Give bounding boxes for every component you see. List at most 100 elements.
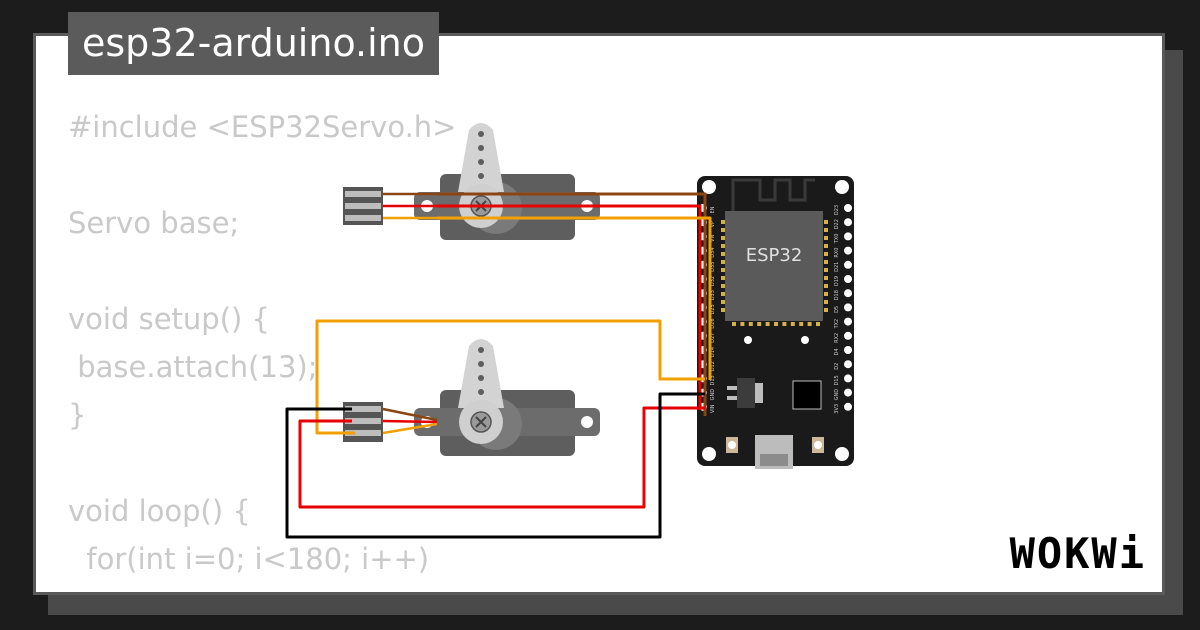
- wire-red-bottom: [298, 406, 705, 509]
- left-pin-label: EN: [710, 206, 716, 213]
- chip-pad: [721, 260, 725, 264]
- left-pin-label: D33: [710, 290, 716, 300]
- right-header-pin: [844, 317, 852, 326]
- left-pin-label: D12: [710, 361, 716, 371]
- wire-orange-top: [437, 216, 712, 380]
- file-name-tab: esp32-arduino.ino: [68, 12, 440, 75]
- chip-pad: [807, 322, 812, 326]
- servo-top: [343, 123, 600, 240]
- wokwi-logo-text: WOKWi: [1010, 529, 1146, 578]
- chip-pad: [721, 292, 725, 296]
- right-pin-label: D5: [834, 306, 840, 313]
- left-pin-label: D13: [710, 375, 716, 385]
- right-header-pin: [844, 232, 852, 241]
- right-pin-label: D19: [834, 276, 840, 286]
- chip-pad: [824, 236, 828, 240]
- left-pin-label: VP: [710, 221, 716, 227]
- code-line: Servo base;: [68, 206, 240, 240]
- right-pin-label: GND: [834, 389, 840, 401]
- right-header-pin: [844, 275, 852, 283]
- left-pin-label: D32: [710, 276, 716, 286]
- right-header-pin: [844, 289, 852, 298]
- chip-pad: [748, 322, 753, 326]
- left-pin-label: D26: [710, 318, 716, 328]
- chip-pad: [721, 276, 725, 280]
- chip-pad: [824, 244, 828, 248]
- code-line: base.attach(13);: [68, 350, 318, 384]
- chip-pad: [721, 268, 725, 272]
- code-line: void loop() {: [68, 494, 251, 528]
- chip-pad: [721, 284, 725, 288]
- chip-pad: [757, 322, 762, 326]
- wire-brown-top: [437, 192, 707, 416]
- esp32-board: ESP32 ENVPVND34D35D32D33D25D26D27D14D12D…: [697, 176, 854, 469]
- left-pin-label: D35: [710, 262, 716, 272]
- left-pin-label: D14: [710, 347, 716, 357]
- code-line: }: [68, 398, 87, 432]
- right-pin-label: D2: [834, 363, 840, 370]
- chip-pad: [824, 220, 828, 224]
- chip-pad: [824, 228, 828, 232]
- code-line: #include <ESP32Servo.h>: [68, 110, 457, 144]
- wokwi-logo: WOKWi: [1010, 529, 1146, 578]
- chip-pad: [824, 252, 828, 256]
- right-header-pin: [844, 246, 852, 255]
- chip-pad: [721, 300, 725, 304]
- chip-label: ESP32: [746, 245, 803, 266]
- right-pin-label: D4: [834, 348, 840, 355]
- right-pin-label: D15: [834, 375, 840, 385]
- chip-pad: [721, 252, 725, 256]
- right-header-pin: [844, 218, 852, 227]
- wire-red-top: [437, 204, 702, 410]
- left-pin-label: D27: [710, 333, 716, 343]
- chip-pad: [721, 244, 725, 248]
- right-pin-label: TX0: [834, 234, 840, 245]
- right-header-pin: [844, 204, 852, 212]
- chip-pad: [824, 276, 828, 280]
- right-header-pin: [844, 360, 852, 369]
- chip-pad: [765, 322, 770, 326]
- chip-pad: [790, 322, 795, 326]
- right-header-pin: [844, 260, 852, 269]
- right-header-pin: [844, 331, 852, 340]
- right-pin-label: RX2: [834, 333, 840, 343]
- right-pin-label: D18: [834, 290, 840, 300]
- chip-pad: [824, 292, 828, 296]
- wire-orange-bottom: [315, 319, 705, 435]
- chip-pad: [824, 260, 828, 264]
- right-pin-label: RX0: [834, 248, 840, 258]
- code-line: for(int i=0; i<180; i++): [68, 542, 430, 576]
- chip-pad: [732, 322, 736, 326]
- right-header-pin: [844, 388, 852, 397]
- code-preview: #include <ESP32Servo.h> Servo base; void s…: [68, 103, 456, 583]
- right-pin-label: D23: [834, 205, 840, 215]
- project-card: [33, 33, 1165, 595]
- chip-pad: [721, 228, 725, 232]
- left-pin-label: VIN: [710, 404, 716, 413]
- right-pin-label: 3V3: [834, 404, 840, 414]
- chip-pad: [774, 322, 778, 326]
- servo-bottom: [343, 339, 600, 456]
- right-header-pin: [844, 303, 852, 312]
- wires: [285, 192, 712, 539]
- chip-pad: [721, 220, 725, 224]
- left-pin-label: D34: [710, 247, 716, 257]
- right-header-pin: [844, 346, 852, 354]
- left-pin-label: D25: [710, 304, 716, 314]
- right-header-pin: [844, 374, 852, 383]
- left-pin-label: VN: [710, 235, 716, 242]
- chip-pad: [721, 308, 725, 312]
- right-pin-label: TX2: [834, 319, 840, 330]
- chip-pad: [816, 322, 820, 326]
- right-header-pin: [844, 402, 852, 411]
- chip-pad: [721, 236, 725, 240]
- code-line: void setup() {: [68, 302, 270, 336]
- chip-pad: [824, 284, 828, 288]
- chip-pad: [782, 322, 787, 326]
- left-pin-label: GND: [710, 389, 716, 401]
- wire-black-bottom: [285, 392, 705, 539]
- right-pin-label: D22: [834, 219, 840, 229]
- chip-pad: [799, 322, 804, 326]
- chip-pad: [824, 300, 828, 304]
